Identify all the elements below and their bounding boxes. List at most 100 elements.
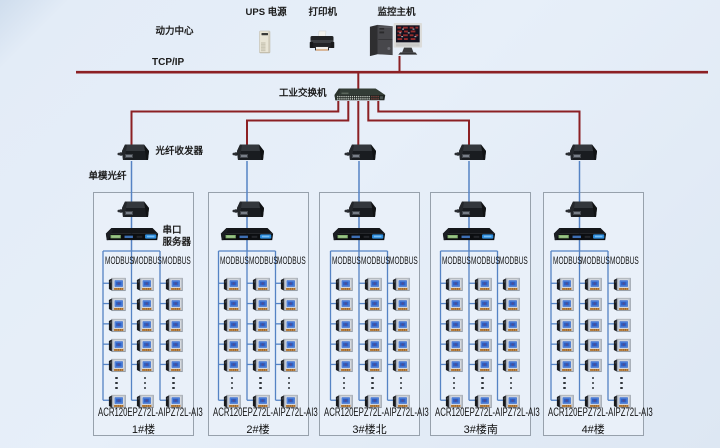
ellipsis-dots	[371, 374, 374, 389]
building-label: 4#楼	[581, 423, 605, 436]
fiber-transceiver-device	[232, 144, 264, 160]
fiber-transceiver-device	[344, 201, 376, 217]
power-meter-device	[107, 297, 126, 312]
device-model-label: PZ72L-AI	[582, 406, 616, 419]
power-meter-device	[502, 337, 520, 353]
power-meter-device	[445, 358, 463, 373]
power-meter-device	[612, 276, 631, 292]
industrial-switch-device	[334, 88, 386, 101]
ups-label: UPS 电源	[245, 7, 287, 18]
power-meter-device	[555, 337, 574, 353]
device-model-label: PZ72L-AI3	[391, 406, 429, 419]
monitor-host-device	[369, 22, 423, 57]
power-meter-device	[392, 276, 410, 292]
power-meter-device	[335, 317, 353, 332]
power-meter-device	[164, 337, 183, 353]
power-meter-device	[164, 276, 183, 292]
power-meter-device	[363, 358, 382, 373]
power-meter-device	[107, 276, 126, 292]
device-model-label: PZ72L-AI3	[615, 406, 653, 419]
power-meter-device	[473, 297, 492, 312]
serial-server-device	[220, 227, 274, 241]
ellipsis-dots	[172, 374, 175, 389]
power-meter-device	[107, 337, 126, 353]
device-model-label: PZ72L-AI3	[280, 406, 318, 419]
modbus-bus-label: MODBUS	[104, 255, 134, 267]
power-meter-device	[251, 297, 270, 312]
power-meter-device	[223, 297, 241, 312]
power-meter-device	[335, 297, 353, 312]
power-meter-device	[223, 317, 241, 332]
power-meter-device	[473, 317, 492, 332]
power-meter-device	[136, 276, 154, 292]
power-meter-device	[584, 317, 602, 332]
ellipsis-dots	[399, 374, 403, 389]
power-meter-device	[502, 317, 520, 332]
power-meter-device	[392, 337, 410, 353]
ellipsis-dots	[509, 374, 513, 389]
power-meter-device	[136, 358, 154, 373]
power-meter-device	[280, 297, 298, 312]
power-meter-device	[502, 276, 520, 292]
power-meter-device	[555, 297, 574, 312]
modbus-bus-label: MODBUS	[442, 255, 471, 267]
power-meter-device	[164, 358, 183, 373]
modbus-bus-label: MODBUS	[552, 255, 582, 267]
power-meter-device	[473, 276, 492, 292]
modbus-bus-label: MODBUS	[277, 255, 306, 267]
device-model-label: ACR120E	[547, 406, 583, 419]
ellipsis-dots	[452, 374, 456, 389]
building-label: 1#楼	[131, 423, 156, 436]
power-meter-device	[473, 337, 492, 353]
switch-label: 工业交换机	[279, 87, 327, 99]
power-meter-device	[555, 276, 574, 292]
power-meter-device	[136, 317, 154, 332]
power-meter-device	[107, 317, 126, 332]
modbus-bus-label: MODBUS	[133, 255, 162, 267]
device-model-label: ACR120E	[324, 406, 359, 419]
power-meter-device	[473, 358, 492, 373]
fiber-transceiver-device	[454, 201, 486, 217]
serial-server-device	[105, 227, 158, 241]
power-meter-device	[136, 337, 154, 353]
power-meter-device	[612, 297, 631, 312]
power-meter-device	[392, 358, 410, 373]
modbus-bus-label: MODBUS	[581, 255, 610, 267]
ellipsis-dots	[591, 374, 595, 389]
power-meter-device	[555, 358, 574, 373]
fiber-transceiver-device	[565, 201, 597, 217]
power-meter-device	[612, 317, 631, 332]
serial-server-label: 串口服务器	[162, 225, 192, 248]
power-meter-device	[584, 337, 602, 353]
power-meter-device	[445, 276, 463, 292]
power-meter-device	[445, 317, 463, 332]
building-label: 3#楼北	[352, 423, 387, 436]
ellipsis-dots	[259, 374, 262, 389]
device-model-label: ACR120E	[435, 406, 470, 419]
ellipsis-dots	[143, 374, 147, 389]
power-meter-device	[251, 358, 270, 373]
serial-server-device	[442, 227, 496, 241]
modbus-bus-label: MODBUS	[389, 255, 418, 267]
device-model-label: ACR120E	[98, 406, 133, 419]
building-label: 3#楼南	[463, 423, 498, 436]
power-meter-device	[223, 358, 241, 373]
ellipsis-dots	[620, 374, 623, 389]
modbus-bus-label: MODBUS	[360, 255, 390, 267]
power-meter-device	[164, 297, 183, 312]
power-meter-device	[107, 358, 126, 373]
power-meter-device	[363, 297, 382, 312]
power-meter-device	[612, 358, 631, 373]
modbus-bus-label: MODBUS	[499, 255, 528, 267]
power-meter-device	[502, 358, 520, 373]
ellipsis-dots	[230, 374, 234, 389]
power-meter-device	[392, 317, 410, 332]
fiber-transceiver-device	[454, 144, 486, 160]
power-meter-device	[584, 276, 602, 292]
